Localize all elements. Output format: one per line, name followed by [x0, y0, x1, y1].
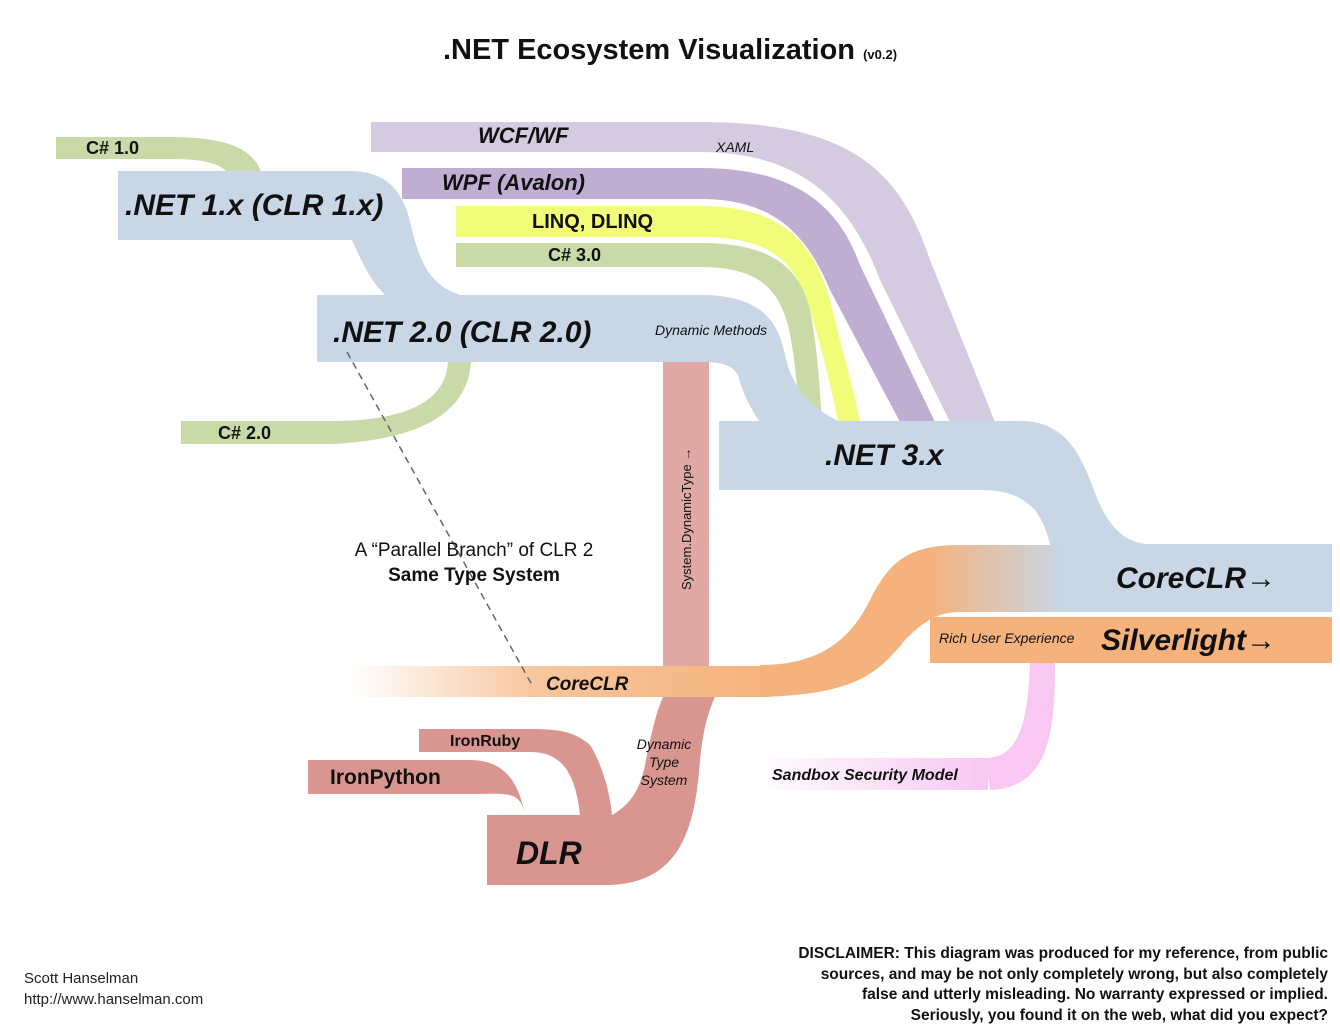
author-name: Scott Hanselman — [24, 970, 139, 987]
band-silverlight — [930, 617, 1332, 663]
disclaimer-line: false and utterly misleading. No warrant… — [861, 986, 1328, 1003]
label-rich-ux: Rich User Experience — [939, 630, 1075, 646]
disclaimer-line: DISCLAIMER: This diagram was produced fo… — [798, 945, 1328, 962]
band-coreclr-main — [1060, 544, 1332, 612]
label-csharp1: C# 1.0 — [86, 138, 139, 158]
author-url[interactable]: http://www.hanselman.com — [24, 991, 204, 1008]
label-csharp2: C# 2.0 — [218, 423, 271, 443]
label-net1: .NET 1.x (CLR 1.x) — [125, 189, 383, 222]
label-wcf: WCF/WF — [478, 123, 569, 148]
band-net2 — [317, 295, 840, 422]
label-wpf: WPF (Avalon) — [442, 170, 585, 195]
label-dynamic-methods: Dynamic Methods — [655, 322, 767, 338]
label-coreclr-main: CoreCLR→ — [1116, 562, 1276, 595]
band-csharp2 — [181, 362, 471, 444]
label-system-dynamic-type: System.DynamicType → — [679, 448, 694, 590]
annotation-parallel-branch: A “Parallel Branch” of CLR 2 — [355, 540, 594, 561]
band-csharp3 — [456, 243, 822, 422]
band-csharp1 — [56, 137, 262, 175]
title-version: (v0.2) — [863, 47, 898, 62]
band-sandbox — [752, 758, 988, 790]
disclaimer-line: sources, and may be not only completely … — [820, 965, 1328, 983]
label-dynamic-type-system-1: Dynamic — [637, 736, 691, 752]
label-net3: .NET 3.x — [825, 439, 945, 472]
disclaimer-line: Seriously, you found it on the web, what… — [910, 1006, 1328, 1024]
band-linq — [456, 206, 860, 422]
label-net2: .NET 2.0 (CLR 2.0) — [333, 316, 591, 349]
annotation-same-type-system: Same Type System — [388, 565, 560, 586]
label-coreclr-branch: CoreCLR — [546, 674, 629, 695]
parallel-branch-connector — [346, 351, 533, 686]
label-sandbox: Sandbox Security Model — [772, 767, 958, 784]
label-dlr: DLR — [516, 835, 582, 871]
band-wcf — [371, 122, 995, 422]
band-net1 — [118, 171, 460, 295]
title-main: .NET Ecosystem Visualization — [442, 34, 855, 66]
label-dynamic-type-system-2: Type — [649, 754, 679, 770]
band-sandbox-drop — [985, 663, 1055, 790]
band-system-dynamic-type — [663, 362, 709, 666]
band-wpf — [402, 168, 935, 422]
band-dlr — [308, 697, 715, 885]
label-dynamic-type-system-3: System — [641, 772, 688, 788]
diagram-title: .NET Ecosystem Visualization (v0.2) — [0, 34, 1340, 67]
label-xaml: XAML — [715, 139, 754, 155]
label-linq: LINQ, DLINQ — [532, 211, 653, 233]
disclaimer: DISCLAIMER: This diagram was produced fo… — [708, 944, 1328, 1026]
author-credit: Scott Hanselman http://www.hanselman.com — [24, 968, 203, 1010]
label-silverlight: Silverlight→ — [1101, 624, 1276, 657]
band-net3 — [719, 421, 1160, 610]
band-coreclr-branch — [350, 666, 770, 697]
label-ironruby: IronRuby — [450, 733, 520, 750]
band-coreclr-rise — [760, 545, 1064, 697]
label-ironpython: IronPython — [330, 766, 441, 789]
label-csharp3: C# 3.0 — [548, 245, 601, 265]
